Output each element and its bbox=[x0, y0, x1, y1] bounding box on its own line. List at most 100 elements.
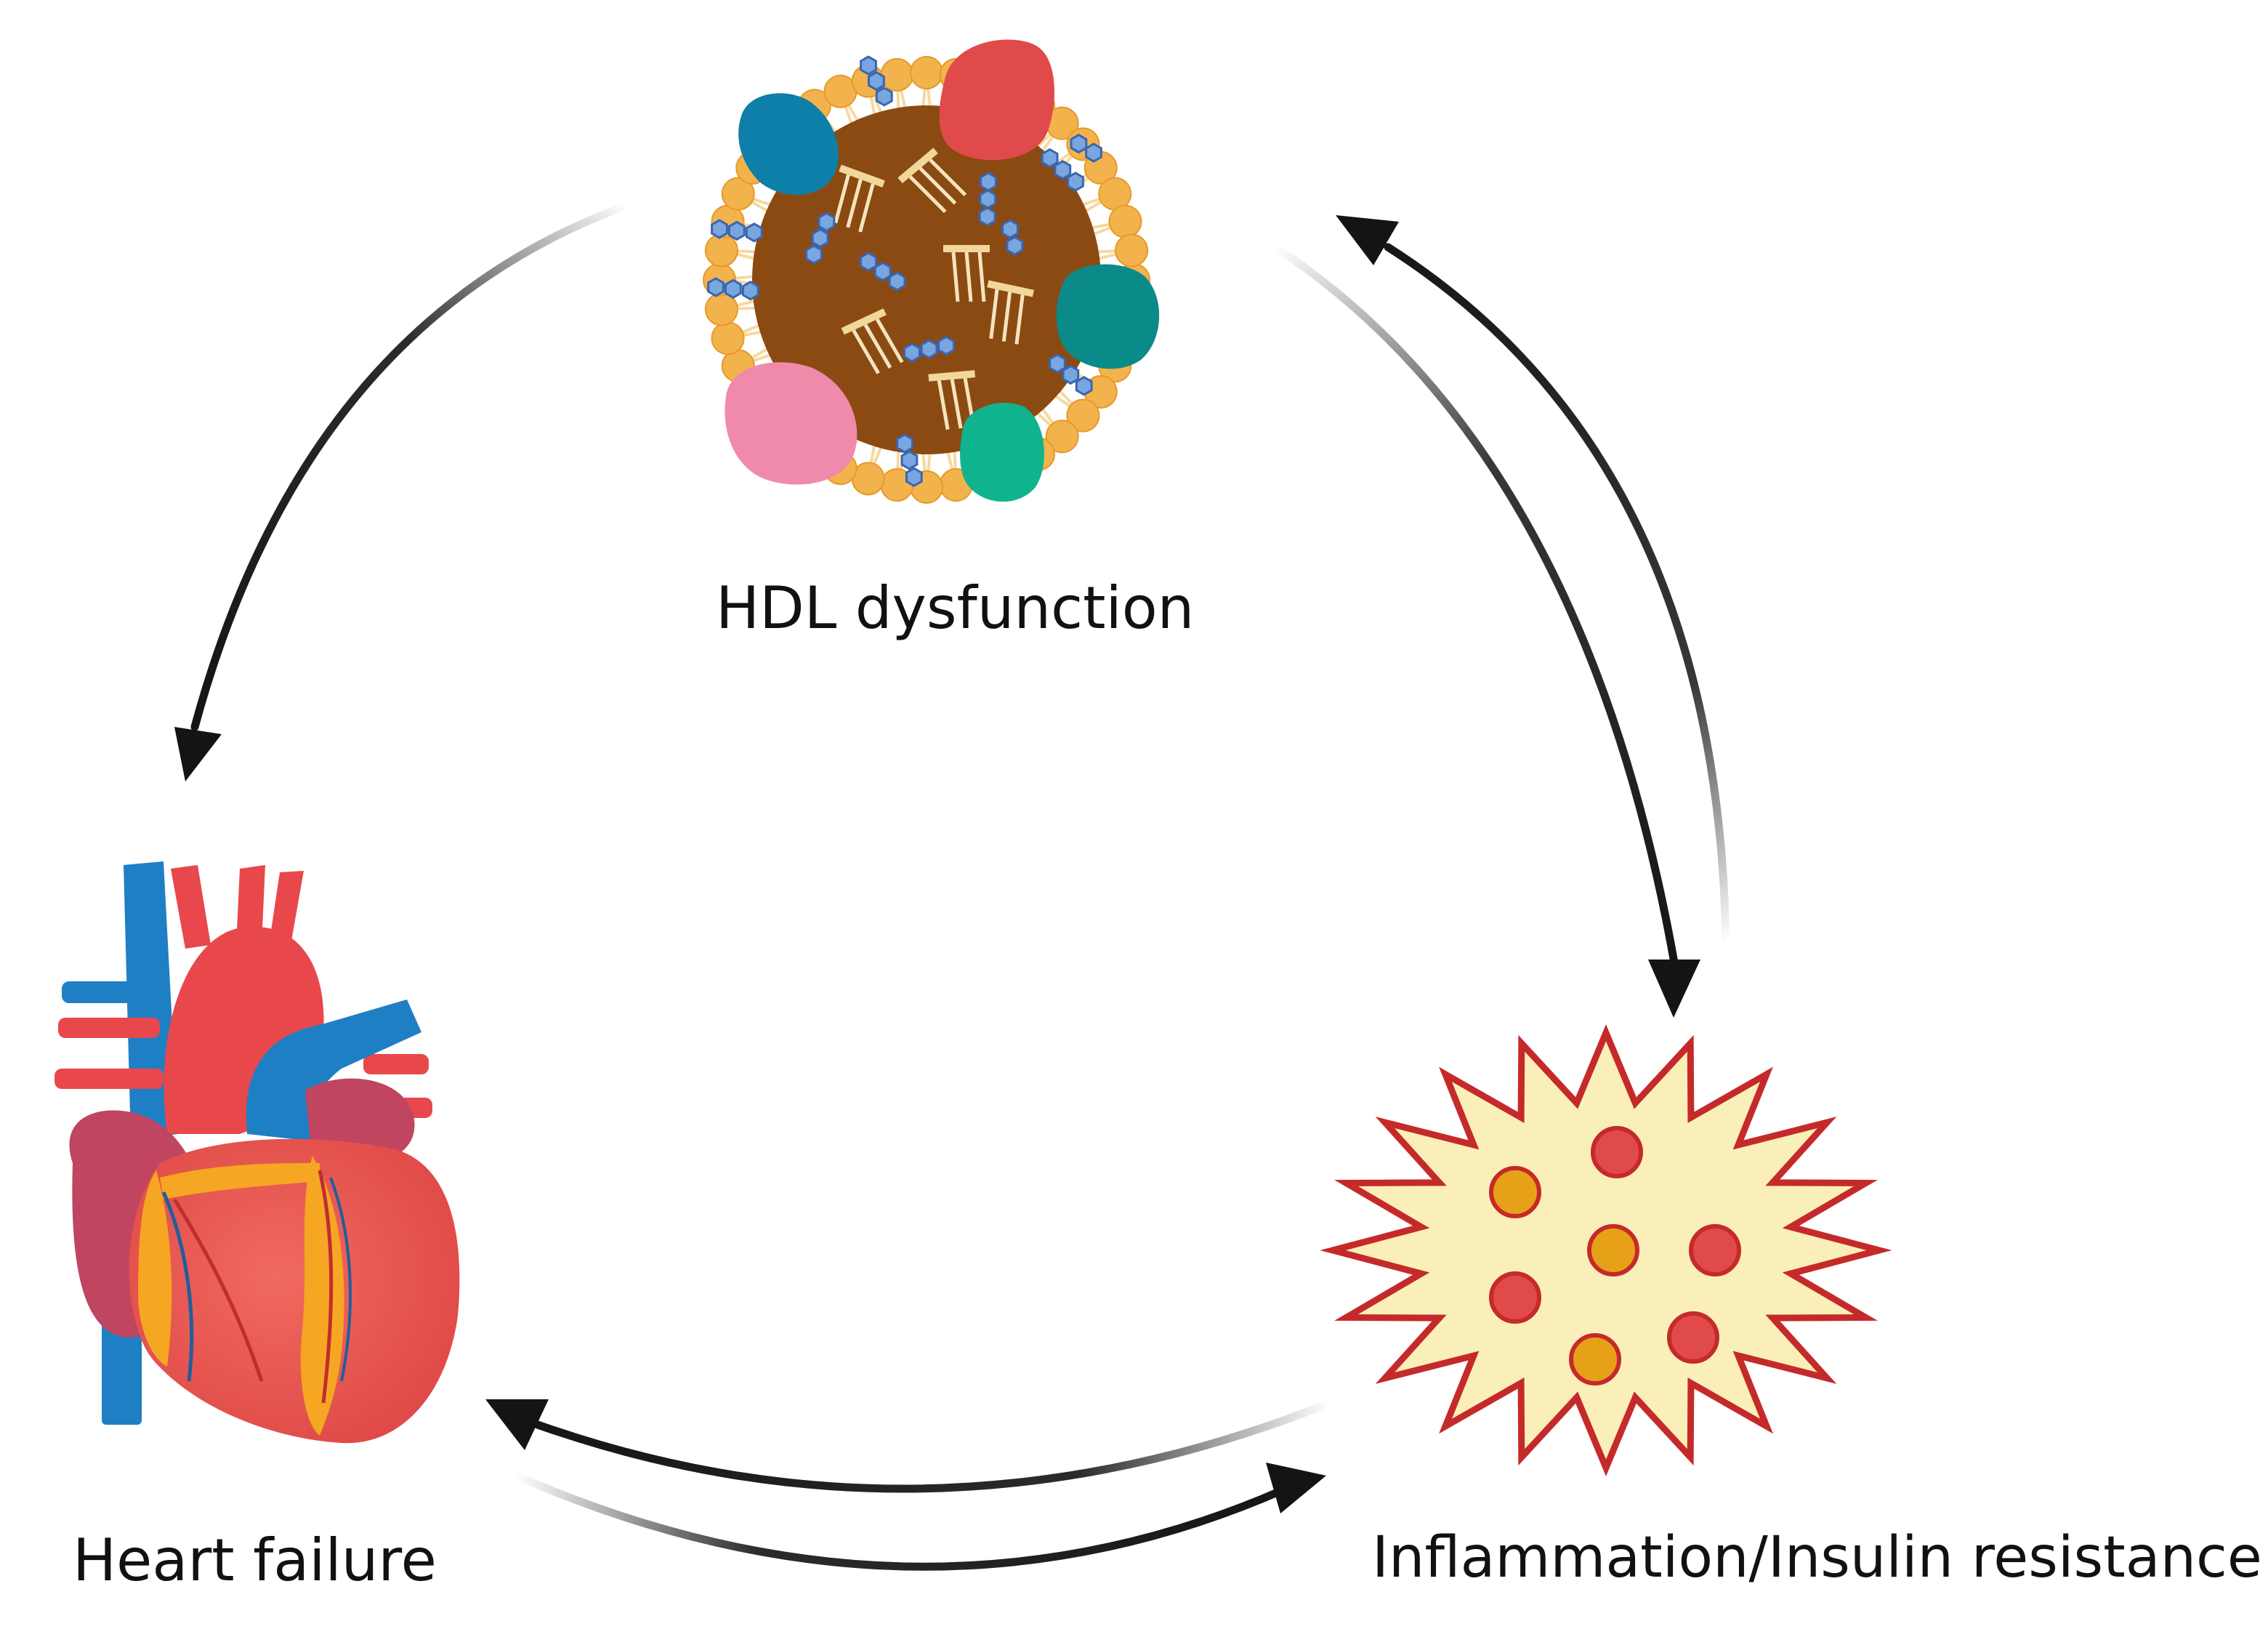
heart-coronary-vessel bbox=[161, 1191, 194, 1382]
inflammation-particle bbox=[1667, 1311, 1719, 1364]
triglyceride bbox=[943, 245, 990, 302]
triglyceride-tail bbox=[834, 174, 850, 224]
hdl-phospholipid-head bbox=[1108, 204, 1142, 238]
triglyceride-tail bbox=[919, 166, 957, 205]
triglyceride-tail bbox=[908, 175, 947, 214]
inflammation-particle bbox=[1489, 1166, 1541, 1218]
inflammation-particle bbox=[1587, 1224, 1639, 1276]
inflammation-particle bbox=[1489, 1271, 1541, 1324]
triglyceride-tail bbox=[951, 252, 960, 302]
cholesterol-chain bbox=[905, 467, 923, 488]
cholesterol-chain bbox=[888, 271, 906, 291]
heart-coronary-vessel bbox=[329, 1177, 352, 1382]
triglyceride-tail bbox=[977, 252, 986, 302]
hdl-phospholipid-head bbox=[721, 177, 755, 211]
node-label-inflammation-insulin-resistance: Inflammation/Insulin resistance bbox=[1372, 1525, 2262, 1590]
cholesterol-chain bbox=[805, 244, 823, 265]
hdl-particle-icon bbox=[703, 39, 1160, 504]
triglyceride-head bbox=[839, 164, 885, 188]
cholesterol-chain bbox=[811, 228, 829, 249]
edges bbox=[174, 199, 1730, 1571]
triglyceride-tail bbox=[929, 158, 967, 196]
arrowhead-heart-to-inflammation bbox=[1266, 1463, 1326, 1513]
cholesterol-chain bbox=[1085, 142, 1102, 163]
cholesterol-chain bbox=[1062, 364, 1080, 385]
heart-coronary-vessel bbox=[318, 1170, 334, 1404]
arrowhead-inflammation-to-heart bbox=[485, 1399, 549, 1450]
arrow-hdl-to-heart bbox=[190, 199, 637, 731]
hdl-phospholipid-head bbox=[1045, 419, 1079, 454]
triglyceride bbox=[834, 164, 885, 233]
heart-pulmonary-vein bbox=[62, 981, 149, 1003]
hdl-phospholipid-head bbox=[1066, 398, 1100, 433]
node-label-hdl-dysfunction: HDL dysfunction bbox=[716, 574, 1195, 642]
cholesterol-chain bbox=[980, 172, 997, 192]
cholesterol-chain bbox=[707, 277, 725, 297]
arrowhead-hdl-to-heart bbox=[174, 727, 222, 781]
triglyceride-head bbox=[928, 370, 976, 382]
triglyceride-head bbox=[841, 308, 887, 335]
cholesterol-chain bbox=[1075, 376, 1093, 396]
triglyceride-tail bbox=[875, 318, 904, 363]
hdl-phospholipid-head bbox=[880, 57, 914, 92]
cholesterol-chain bbox=[1070, 133, 1088, 154]
cholesterol-chain bbox=[741, 281, 759, 301]
cholesterol-chain bbox=[868, 71, 885, 92]
apolipoprotein-green bbox=[960, 403, 1044, 502]
apolipoprotein-blue bbox=[738, 93, 839, 196]
arrowhead-hdl-to-inflammation bbox=[1648, 960, 1700, 1018]
arrow-hdl-to-inflammation bbox=[1271, 243, 1679, 971]
triglyceride-tail bbox=[989, 289, 999, 339]
hdl-core bbox=[752, 105, 1101, 454]
node-label-heart-failure: Heart failure bbox=[73, 1527, 437, 1594]
arrow-heart-to-inflammation bbox=[512, 1471, 1287, 1571]
cholesterol-chain bbox=[1067, 172, 1084, 192]
hdl-phospholipid-head bbox=[711, 321, 745, 355]
heart-pulmonary-vein bbox=[58, 1018, 160, 1038]
heart-coronary-fat bbox=[160, 1163, 320, 1199]
arrow-inflammation-to-hdl bbox=[1384, 243, 1730, 949]
triglyceride bbox=[841, 308, 904, 374]
triglyceride-tail bbox=[1001, 291, 1012, 342]
triglyceride-tail bbox=[863, 323, 892, 369]
heart-pulmonary-vein bbox=[55, 1069, 164, 1089]
triglyceride-tail bbox=[852, 329, 880, 374]
cholesterol-chain bbox=[745, 222, 763, 243]
cholesterol-chain bbox=[860, 252, 877, 272]
heart-coronary-fat bbox=[138, 1170, 172, 1367]
cholesterol-chain bbox=[725, 278, 742, 299]
apolipoprotein-red bbox=[939, 39, 1055, 161]
cholesterol-chain bbox=[896, 433, 913, 454]
cholesterol-chain bbox=[711, 219, 728, 239]
cholesterol-chain bbox=[920, 339, 938, 359]
cholesterol-chain bbox=[903, 342, 921, 363]
triglyceride-tail bbox=[846, 179, 863, 228]
heart-aortic-branch bbox=[171, 865, 211, 949]
apolipoprotein-teal bbox=[1056, 264, 1160, 369]
heart-pulmonary-vein bbox=[363, 1054, 429, 1074]
triglyceride-tail bbox=[858, 183, 875, 233]
heart-aortic-branch bbox=[236, 865, 265, 945]
triglyceride-tail bbox=[950, 379, 963, 429]
inflammation-particle bbox=[1689, 1224, 1741, 1276]
triglyceride-head bbox=[943, 245, 990, 252]
cholesterol-chain bbox=[1054, 160, 1072, 180]
triglyceride bbox=[897, 148, 967, 214]
heart-aortic-branch bbox=[269, 871, 304, 945]
inflammation-particle bbox=[1569, 1333, 1621, 1385]
hdl-phospholipid-head bbox=[704, 233, 738, 268]
cholesterol-chain bbox=[860, 55, 877, 76]
hdl-phospholipid-head bbox=[1115, 233, 1149, 268]
cholesterol-chain bbox=[1049, 353, 1066, 374]
arrow-inflammation-to-heart bbox=[533, 1399, 1334, 1493]
heart-pulmonary-artery bbox=[246, 1000, 421, 1141]
cholesterol-chain bbox=[728, 220, 746, 241]
cholesterol-chain bbox=[875, 87, 893, 107]
triglyceride-head bbox=[987, 280, 1034, 297]
inflammation-particle bbox=[1591, 1126, 1643, 1178]
triglyceride-tail bbox=[937, 380, 950, 430]
triglyceride bbox=[987, 280, 1034, 345]
inflammation-cell-icon bbox=[1320, 1023, 1892, 1477]
